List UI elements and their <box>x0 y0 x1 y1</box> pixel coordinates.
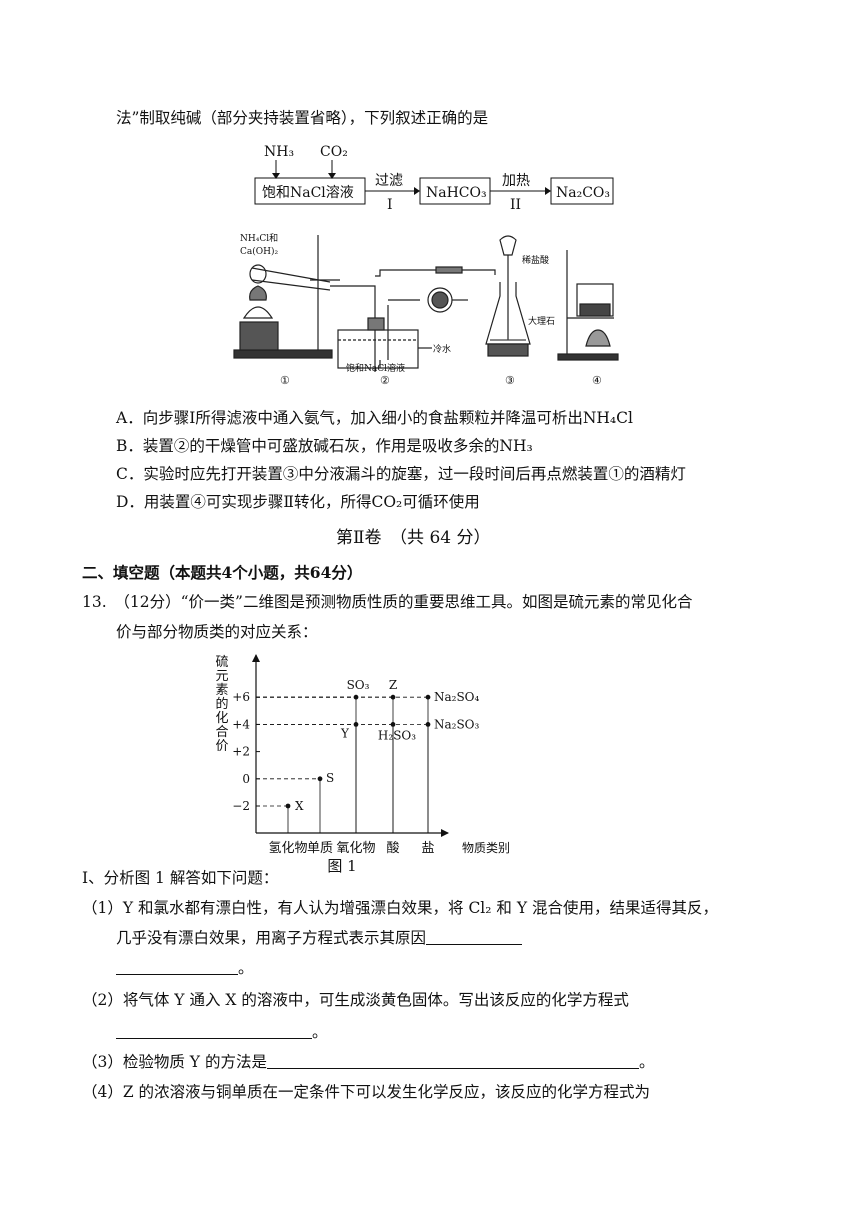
q2-end: 。 <box>312 1023 328 1041</box>
marble-label: 大理石 <box>528 315 555 327</box>
acid-label: 稀盐酸 <box>522 254 549 266</box>
y-axis-arrowhead <box>252 654 260 662</box>
nh3-arrowhead <box>272 173 280 179</box>
num-3: ③ <box>505 374 515 387</box>
point-label: Y <box>340 726 350 740</box>
q3-answer-blank[interactable] <box>266 1052 639 1069</box>
solution-label: 饱和NaCl溶液 <box>346 362 405 374</box>
reagent-label-line2: Ca(OH)₂ <box>240 246 279 257</box>
reagent-label-line1: NH₄Cl和 <box>240 233 278 244</box>
num-2: ② <box>380 374 390 387</box>
option-b: B．装置②的干燥管中可盛放碱石灰，作用是吸收多余的NH₃ <box>116 437 533 455</box>
analysis-heading: I、分析图 1 解答如下问题： <box>82 869 279 887</box>
apparatus-illustration: NH₄Cl和 Ca(OH)₂ 冷水 饱和NaCl溶液 稀盐酸 <box>233 233 619 387</box>
q3-text: （3）检验物质 Y 的方法是 <box>82 1053 267 1071</box>
flow-arrowhead-1 <box>414 187 420 195</box>
flow-nh3-label: NH₃ <box>264 144 294 160</box>
q2-line2-row: 。 <box>116 1022 328 1042</box>
y-axis-label-char: 硫 <box>215 655 228 670</box>
point-label: Z <box>389 678 397 692</box>
flow-step1-bottom: I <box>387 197 393 213</box>
q13-line1: 13. （12分）“价一类”二维图是预测物质性质的重要思维工具。如图是硫元素的常… <box>82 593 693 611</box>
q4-text: （4）Z 的浓溶液与铜单质在一定条件下可以发生化学反应，该反应的化学方程式为 <box>82 1083 651 1101</box>
option-c: C．实验时应先打开装置③中分液漏斗的旋塞，过一段时间后再点燃装置①的酒精灯 <box>116 465 686 483</box>
option-d: D．用装置④可实现步骤Ⅱ转化，所得CO₂可循环使用 <box>116 493 480 511</box>
y-tick-label: +6 <box>232 690 250 704</box>
point-label: H₂SO₃ <box>378 728 416 742</box>
x-category-label: 氧化物 <box>336 841 375 856</box>
option-a: A．向步骤Ⅰ所得滤液中通入氨气，加入细小的食盐颗粒并降温可析出NH₄Cl <box>116 409 633 427</box>
point-label: Na₂SO₄ <box>434 690 480 704</box>
y-axis-label-char: 合 <box>215 725 228 740</box>
x-category-label: 单质 <box>307 841 333 856</box>
x-axis-label: 物质类别 <box>462 841 510 855</box>
q2-line1: （2）将气体 Y 通入 X 的溶液中，可生成淡黄色固体。写出该反应的化学方程式 <box>82 991 629 1009</box>
y-axis-label-char: 的 <box>215 696 228 712</box>
point-label: SO₃ <box>347 678 370 692</box>
section2-heading: 二、填空题（本题共4个小题，共64分） <box>82 563 363 582</box>
figure-caption: 图 1 <box>327 857 356 875</box>
flow-box-na2co3-label: Na₂CO₃ <box>556 185 610 201</box>
y-axis-label-char: 元 <box>215 669 228 684</box>
intro-line: 法”制取纯碱（部分夹持装置省略），下列叙述正确的是 <box>116 109 489 127</box>
water-label: 冷水 <box>433 343 451 355</box>
q1-line3-row: 。 <box>116 958 254 978</box>
q1-answer-blank-1[interactable] <box>426 928 523 945</box>
flow-step1-top: 过滤 <box>375 173 403 189</box>
flow-co2-label: CO₂ <box>320 144 348 160</box>
num-1: ① <box>280 374 290 387</box>
y-axis-label-char: 价 <box>215 739 228 754</box>
data-point <box>317 776 323 782</box>
point-label: X <box>295 799 304 813</box>
sulfur-valence-chart: 硫元素的化合价 +6 +4 +2 0 −2 氢化物单质氧化物酸 盐 物质类别 X S Y SO₃ H₂SO… <box>215 654 510 875</box>
q2-answer-blank[interactable] <box>116 1022 312 1039</box>
q1-end: 。 <box>238 959 254 977</box>
y-axis-label-char: 化 <box>215 711 228 726</box>
data-point <box>285 803 291 809</box>
y-tick-label: −2 <box>232 799 250 813</box>
flow-box-nacl-label: 饱和NaCl溶液 <box>262 185 354 201</box>
x-category-label: 酸 <box>386 841 399 856</box>
x-category-label: 盐 <box>421 841 434 856</box>
num-4: ④ <box>592 374 602 387</box>
flow-arrowhead-2 <box>545 187 551 195</box>
q3-row: （3）检验物质 Y 的方法是 。 <box>82 1052 654 1072</box>
y-tick-label: +4 <box>232 717 250 731</box>
part2-title: 第Ⅱ卷 （共 64 分） <box>336 528 491 548</box>
flow-box-nahco3-label: NaHCO₃ <box>426 185 487 201</box>
x-category-label: 氢化物 <box>268 841 307 856</box>
point-label: S <box>326 771 334 785</box>
flow-box-na2co3 <box>550 177 614 205</box>
q1-answer-blank-2[interactable] <box>116 958 238 975</box>
y-tick-label: 0 <box>242 772 250 786</box>
x-axis-arrowhead <box>441 829 449 837</box>
q1-line1: （1）Y 和氯水都有漂白性，有人认为增强漂白效果，将 Cl₂ 和 Y 混合使用，… <box>82 899 718 917</box>
q1-line2-row: 几乎没有漂白效果，用离子方程式表示其原因 <box>116 928 523 948</box>
flow-step2-bottom: II <box>510 197 521 213</box>
co2-arrowhead <box>328 173 336 179</box>
q3-end: 。 <box>638 1053 655 1071</box>
process-flow-diagram: NH₃ CO₂ 饱和NaCl溶液 过滤 I NaHCO₃ 加热 II Na₂CO… <box>254 144 614 213</box>
data-point <box>425 694 431 700</box>
q13-line2: 价与部分物质类的对应关系： <box>116 623 318 641</box>
flow-step2-top: 加热 <box>502 173 530 189</box>
q1-line2: 几乎没有漂白效果，用离子方程式表示其原因 <box>116 929 427 947</box>
y-tick-label: +2 <box>232 745 250 759</box>
y-axis-label-char: 素 <box>215 683 228 698</box>
point-label: Na₂SO₃ <box>434 717 480 731</box>
